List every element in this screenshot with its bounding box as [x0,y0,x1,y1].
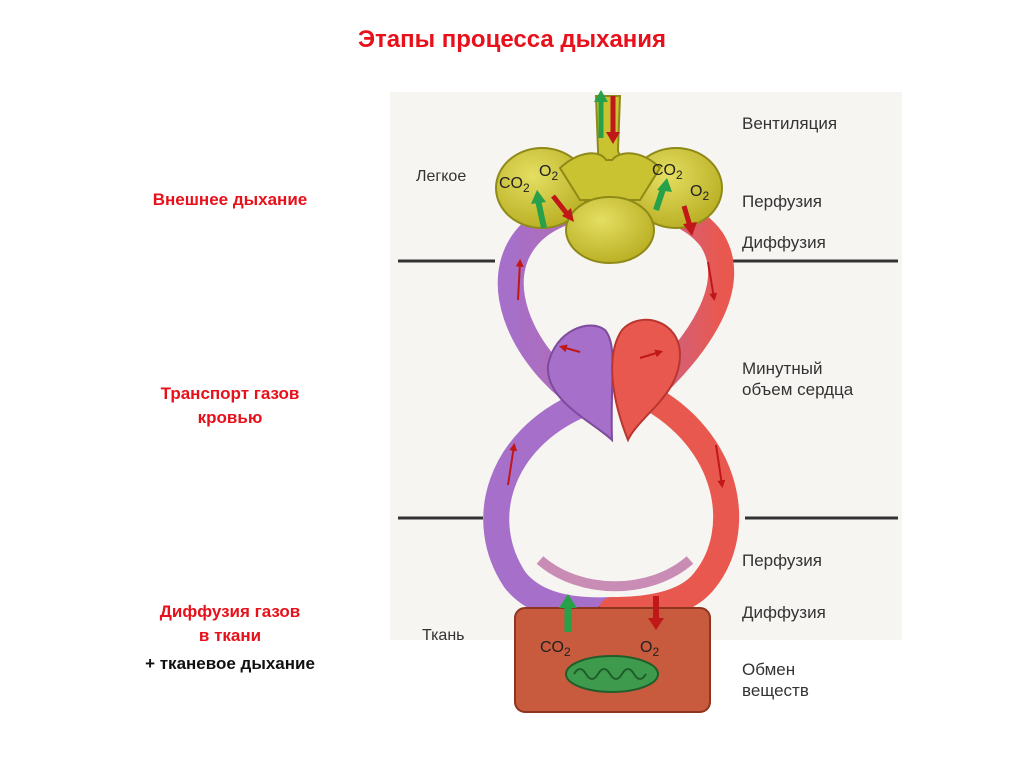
co2-out-arrowhead-right [657,178,672,192]
flow-arrow [507,442,518,486]
inhale-arrow-head [594,90,608,102]
metabolism-line2: веществ [742,681,809,700]
tissue-label: Ткань [422,627,465,644]
subscript: 2 [676,168,683,182]
o2-in-arrowhead-left [562,208,574,222]
o2-in-arrowhead-right [683,222,697,236]
co2-out-arrow-left [535,199,547,229]
subscript: 2 [523,181,530,195]
external-respiration-label: Внешнее дыхание [152,190,308,209]
metabolism-label: Обмен веществ [742,659,809,701]
co2-out-arrowhead-left [531,190,546,204]
tissue-diffusion-label: Диффузия газов в ткани [80,600,380,648]
mitochondrion [565,655,659,693]
o2-label-lung-right-text: O [690,183,702,200]
gas-transport-line1: Транспорт газов [160,384,300,403]
co2-tissue-arrowhead [559,594,577,608]
cardiac-output-line2: объем сердца [742,380,854,399]
co2-label-tissue-text: CO [540,639,564,656]
o2-label-lung-left: O2 [539,163,558,183]
diffusion-top-label: Диффузия [742,233,826,252]
cardiac-output-label: Минутный объем сердца [742,358,853,400]
diffusion-bottom-label: Диффузия [742,603,826,622]
perfusion-top-label: Перфузия [742,192,822,211]
mitochondrion-cristae [573,668,647,680]
subscript: 2 [652,645,659,659]
cardiac-output-line1: Минутный [742,359,823,378]
co2-label-lung-right-text: CO [652,162,676,179]
flow-arrow [715,444,726,489]
o2-in-arrow-right [681,205,693,227]
flow-arrow [515,258,524,301]
subscript: 2 [564,645,571,659]
lung-bronchi [558,152,662,201]
metabolism-line1: Обмен [742,660,796,679]
tissue-capillary [536,556,694,592]
lung-label: Легкое [416,168,467,185]
perfusion-bottom-label: Перфузия [742,551,822,570]
o2-in-arrow-left [551,194,570,217]
flow-arrow [639,349,664,359]
o2-label-tissue-text: O [640,639,652,656]
o2-tissue-arrowhead [648,618,664,630]
co2-label-tissue: CO2 [540,639,571,659]
flow-arrow [558,344,581,353]
o2-label-lung-right: O2 [690,183,709,203]
diagram-title: Этапы процесса дыхания [357,26,667,53]
o2-label-tissue: O2 [640,639,659,659]
ventilation-label: Вентиляция [742,114,838,133]
tissue-diffusion-line1: Диффузия газов [159,602,301,621]
tissue-respiration-label: + тканевое дыхание [145,654,315,673]
gas-transport-label: Транспорт газов кровью [80,382,380,430]
co2-label-lung-left-text: CO [499,175,523,192]
co2-label-lung-right: CO2 [652,162,683,182]
co2-label-lung-left: CO2 [499,175,530,195]
gas-transport-line2: кровью [197,408,263,427]
tissue-diffusion-line2: в ткани [198,626,262,645]
exhale-arrow-head [606,132,620,144]
flow-arrow [707,261,718,302]
subscript: 2 [702,189,709,203]
subscript: 2 [551,169,558,183]
o2-label-lung-left-text: O [539,163,551,180]
lung-sac [565,196,655,264]
